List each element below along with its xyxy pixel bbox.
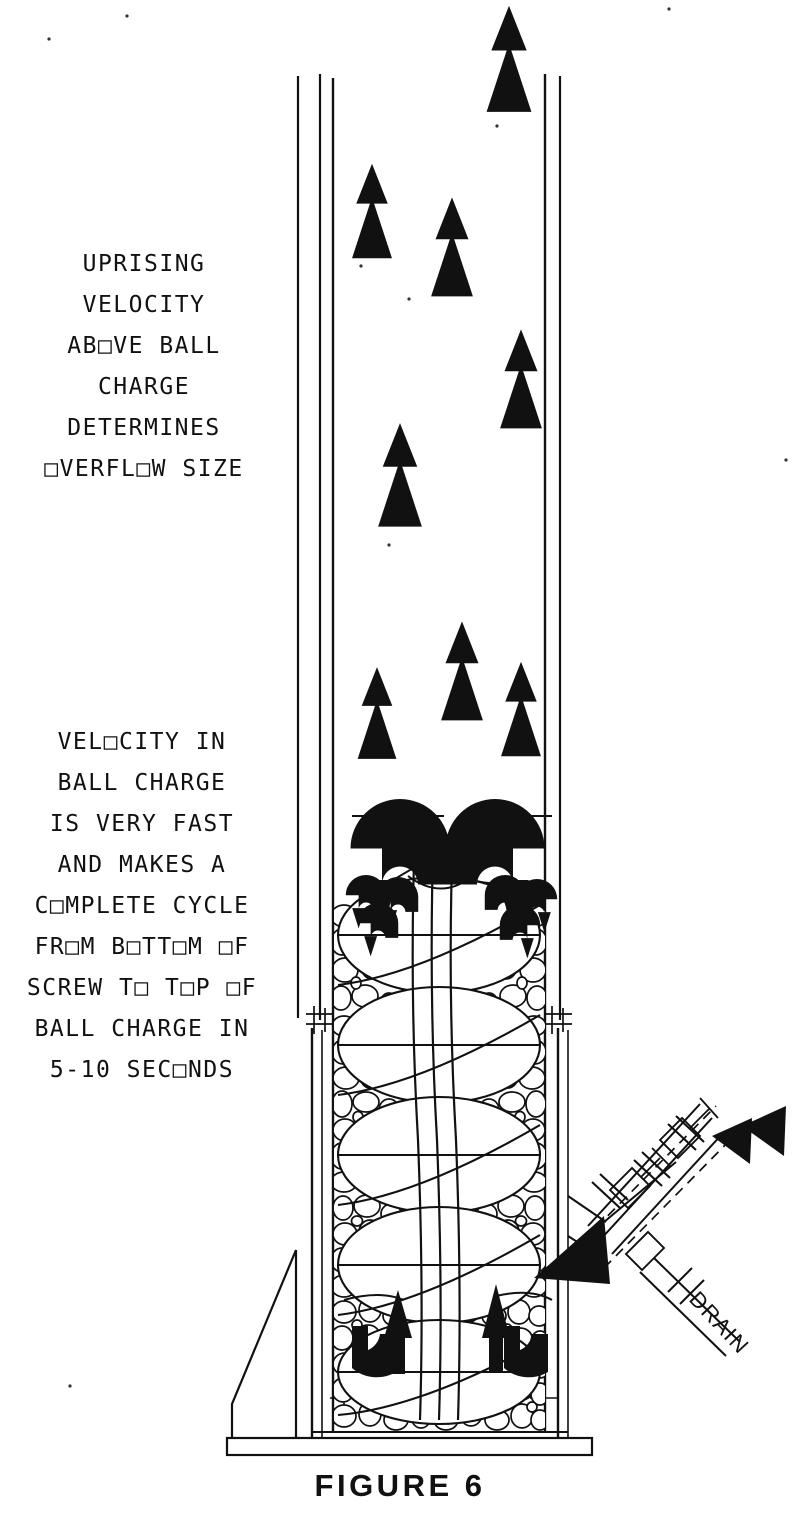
anno-mid-line-6: SCREW T□ T□P □F xyxy=(26,975,258,1001)
anno-top-line-2: AB□VE BALL xyxy=(67,333,221,359)
anno-mid-line-7: BALL CHARGE IN xyxy=(34,1016,250,1042)
anno-mid-line-1: BALL CHARGE xyxy=(57,770,227,796)
flange-detail-right xyxy=(544,1006,572,1034)
base-plate xyxy=(225,1431,594,1457)
anno-top-line-3: CHARGE xyxy=(97,374,191,400)
anno-top-line-0: UPRISING xyxy=(82,251,206,277)
anno-mid-line-2: IS VERY FAST xyxy=(49,811,235,837)
anno-top-line-5: □VERFL□W SIZE xyxy=(44,456,244,482)
drain-label: DRAIN xyxy=(684,1286,754,1359)
screw-flight-lines xyxy=(337,904,541,1417)
bottom-turn-arrows xyxy=(343,1284,553,1378)
screw-shaft xyxy=(411,849,461,1421)
ball-charge-velocity-note: VEL□CITY IN BALL CHARGE IS VERY FAST AND… xyxy=(0,722,292,1091)
anno-top-line-4: DETERMINES xyxy=(67,415,221,441)
svg-text:DRAIN: DRAIN xyxy=(684,1286,754,1359)
support-strut xyxy=(230,1249,298,1438)
anno-mid-line-0: VEL□CITY IN xyxy=(57,729,227,755)
drain-piping-assembly xyxy=(567,1097,741,1357)
anno-mid-line-4: C□MPLETE CYCLE xyxy=(34,893,250,919)
uprising-flow-arrows xyxy=(352,5,542,759)
flow-streamlines xyxy=(352,815,552,901)
flange-detail-left xyxy=(306,1006,334,1034)
anno-mid-line-5: FR□M B□TT□M □F xyxy=(34,934,250,960)
print-speckles xyxy=(47,7,788,1388)
figure-caption: FIGURE 6 xyxy=(314,1468,486,1503)
anno-mid-line-8: 5-10 SEC□NDS xyxy=(49,1057,235,1083)
anno-top-line-1: VELOCITY xyxy=(82,292,206,318)
feed-pointer-arrow xyxy=(534,1161,677,1284)
drain-pointer-arrows xyxy=(712,1106,786,1164)
anno-mid-line-3: AND MAKES A xyxy=(57,852,227,878)
uprising-velocity-note: UPRISING VELOCITY AB□VE BALL CHARGE DETE… xyxy=(0,244,294,490)
